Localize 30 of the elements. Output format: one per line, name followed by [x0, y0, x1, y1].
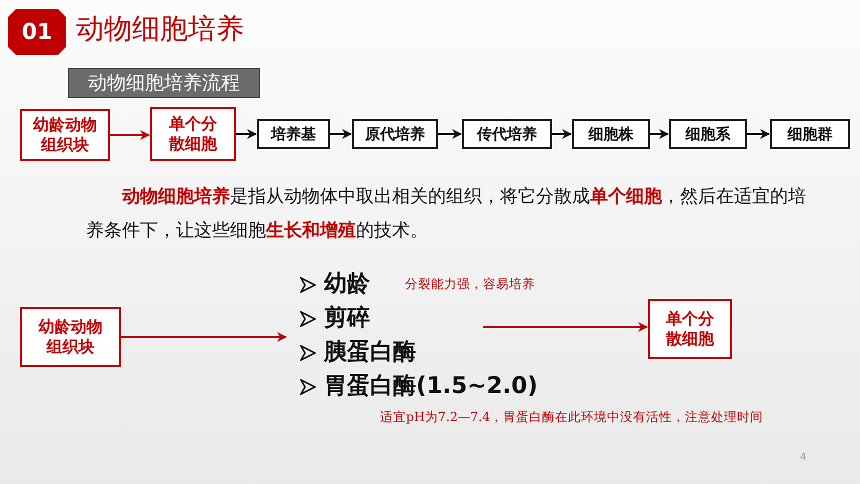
bullet-item: 胰蛋白酶 [324, 338, 416, 367]
arrow [747, 129, 770, 139]
annotation-note: 适宜pH为7.2—7.4，胃蛋白酶在此环境中没有活性，注意处理时间 [380, 409, 764, 426]
arrow [483, 322, 648, 332]
highlighted-box: 单个分散细胞 [648, 299, 732, 359]
highlighted-box: 幼龄动物组织块 [20, 109, 110, 161]
number-badge: 01 [8, 9, 66, 55]
bullet-item: 剪碎 [324, 304, 370, 333]
page-number: 4 [800, 452, 806, 463]
arrow [110, 130, 150, 140]
process-box: 细胞系 [669, 119, 747, 149]
section-header: 动物细胞培养流程 [68, 68, 260, 98]
arrow [552, 129, 572, 139]
annotation-note: 分裂能力强，容易培养 [405, 276, 535, 293]
bullet-item: 胃蛋白酶(1.5~2.0) [324, 372, 538, 401]
process-box: 原代培养 [352, 119, 438, 149]
process-box: 培养基 [257, 119, 330, 149]
arrow [438, 129, 462, 139]
process-box: 细胞株 [572, 119, 650, 149]
slide-title: 动物细胞培养 [76, 11, 244, 47]
process-box: 细胞群 [770, 119, 850, 149]
arrow [121, 332, 287, 342]
arrow [650, 129, 669, 139]
description-paragraph: 动物细胞培养是指从动物体中取出相关的组织，将它分散成单个细胞，然后在适宜的培养条件下，让这些细胞生长和增殖的技术。 [86, 185, 807, 243]
process-box: 传代培养 [462, 119, 552, 149]
highlighted-box: 幼龄动物组织块 [20, 307, 121, 367]
highlighted-box: 单个分散细胞 [150, 107, 236, 161]
arrow [330, 129, 352, 139]
bullet-item: 幼龄 [324, 270, 370, 299]
arrow [236, 129, 257, 139]
